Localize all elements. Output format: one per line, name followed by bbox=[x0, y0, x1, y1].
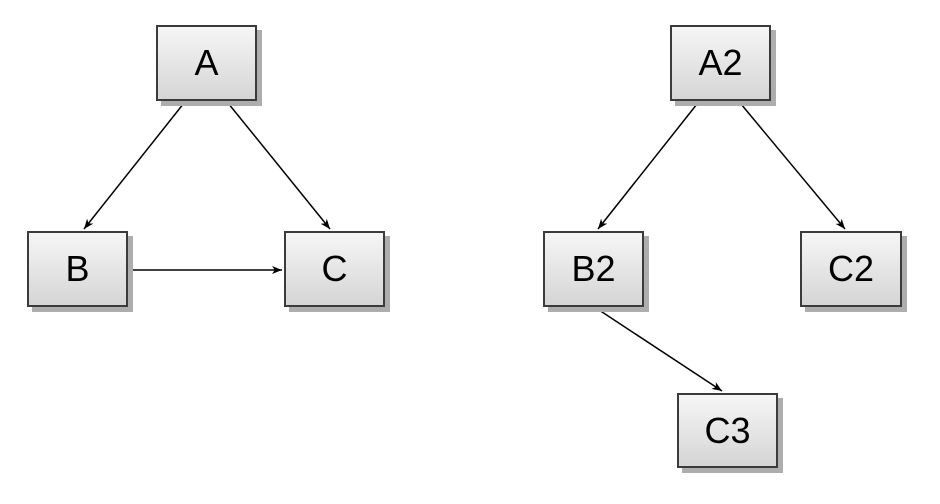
node-B2[interactable]: B2 bbox=[543, 231, 644, 307]
edge-A-B bbox=[83, 102, 185, 230]
node-label: B bbox=[65, 248, 90, 289]
node-A[interactable]: A bbox=[156, 25, 257, 101]
node-B[interactable]: B bbox=[27, 231, 128, 307]
node-label: C3 bbox=[704, 409, 751, 451]
node-label: A2 bbox=[698, 42, 743, 83]
node-A2[interactable]: A2 bbox=[670, 25, 771, 101]
node-label: A bbox=[194, 42, 219, 83]
node-C3[interactable]: C3 bbox=[677, 393, 778, 468]
node-C2[interactable]: C2 bbox=[800, 231, 902, 307]
edge-A2-C2 bbox=[740, 103, 846, 230]
node-label: C bbox=[321, 248, 348, 289]
node-C[interactable]: C bbox=[284, 231, 385, 307]
edge-A-C bbox=[227, 102, 331, 230]
node-label: C2 bbox=[827, 248, 875, 289]
node-label: B2 bbox=[571, 248, 616, 289]
edge-A2-B2 bbox=[597, 103, 698, 230]
edge-B2-C3 bbox=[595, 307, 723, 392]
